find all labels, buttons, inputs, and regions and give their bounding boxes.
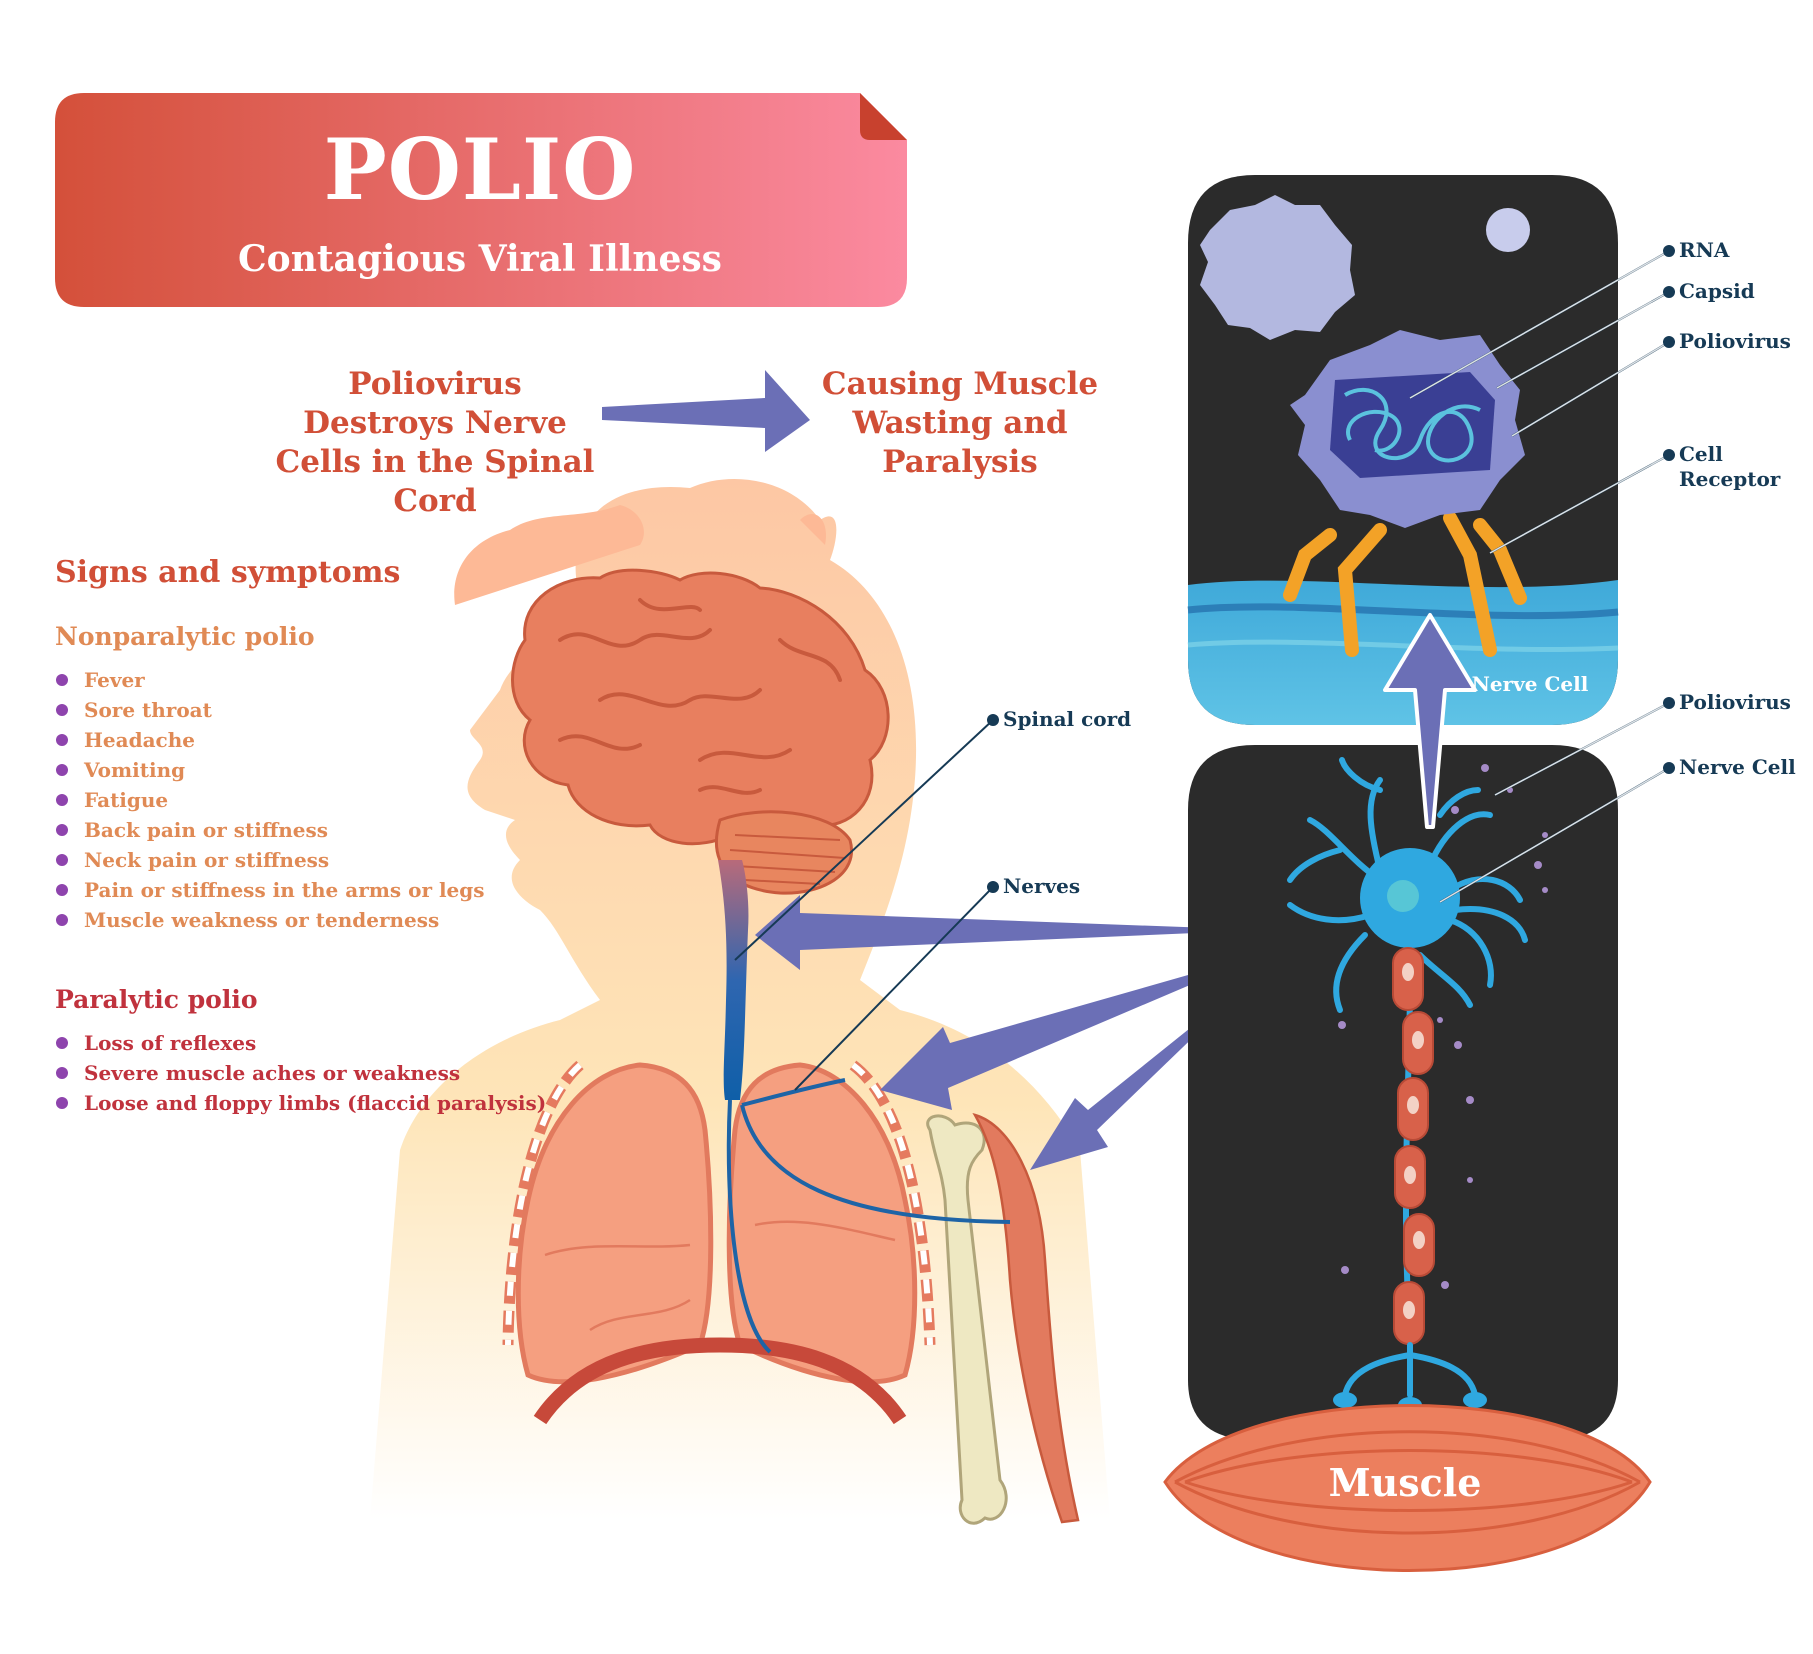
list-item: Sore throat	[55, 695, 485, 725]
label-muscle: Muscle	[1328, 1460, 1482, 1505]
bullet-icon	[56, 824, 68, 836]
list-item-label: Fever	[84, 668, 145, 692]
paralytic-list: Loss of reflexes Severe muscle aches or …	[55, 1028, 546, 1118]
page-title: POLIO	[323, 120, 637, 219]
list-item: Loose and floppy limbs (flaccid paralysi…	[55, 1088, 546, 1118]
nerves	[726, 1078, 1011, 1354]
bullet-icon	[56, 884, 68, 896]
bullet-icon	[56, 764, 68, 776]
list-item: Muscle weakness or tenderness	[55, 905, 485, 935]
list-item-label: Headache	[84, 728, 195, 752]
label-nerve-cell: Nerve Cell	[1679, 755, 1796, 779]
title-banner	[55, 93, 907, 307]
spinal-cord	[718, 860, 749, 1100]
leader-lines	[734, 245, 1675, 1091]
label-poliovirus-top: Poliovirus	[1679, 329, 1791, 353]
ribs	[502, 1060, 936, 1346]
label-nerve-cell-panel: Nerve Cell	[1471, 672, 1589, 696]
list-item-label: Fatigue	[84, 788, 169, 812]
nonparalytic-heading: Nonparalytic polio	[55, 622, 315, 651]
bullet-icon	[56, 1097, 68, 1109]
list-item: Vomiting	[55, 755, 485, 785]
paralytic-heading: Paralytic polio	[55, 985, 258, 1014]
list-item: Headache	[55, 725, 485, 755]
page-subtitle: Contagious Viral Illness	[238, 238, 722, 280]
neuron-panel	[1188, 745, 1618, 1440]
label-rna: RNA	[1679, 238, 1730, 262]
list-item-label: Loss of reflexes	[84, 1031, 257, 1055]
bullet-icon	[56, 854, 68, 866]
bullet-icon	[56, 674, 68, 686]
list-item: Neck pain or stiffness	[55, 845, 485, 875]
nonparalytic-list: Fever Sore throat Headache Vomiting Fati…	[55, 665, 485, 935]
list-item: Pain or stiffness in the arms or legs	[55, 875, 485, 905]
list-item: Back pain or stiffness	[55, 815, 485, 845]
bullet-icon	[56, 734, 68, 746]
list-item-label: Sore throat	[84, 698, 212, 722]
brain	[511, 568, 890, 895]
list-item-label: Loose and floppy limbs (flaccid paralysi…	[84, 1091, 547, 1115]
flow-effect-text: Causing Muscle Wasting and Paralysis	[821, 366, 1099, 480]
list-item: Severe muscle aches or weakness	[55, 1058, 546, 1088]
muscle-shape	[1163, 1404, 1652, 1572]
bullet-icon	[56, 914, 68, 926]
list-item-label: Pain or stiffness in the arms or legs	[84, 878, 485, 902]
arm-muscle	[972, 1112, 1080, 1524]
bullet-icon	[56, 704, 68, 716]
bullet-icon	[56, 1037, 68, 1049]
label-capsid: Capsid	[1679, 279, 1755, 303]
lungs	[515, 1062, 918, 1425]
flow-arrow	[602, 370, 810, 452]
list-item-label: Back pain or stiffness	[84, 818, 329, 842]
list-item: Fatigue	[55, 785, 485, 815]
virus-panel	[1187, 175, 1619, 725]
label-poliovirus-bottom: Poliovirus	[1679, 690, 1791, 714]
label-spinal-cord: Spinal cord	[1003, 707, 1132, 731]
list-item: Loss of reflexes	[55, 1028, 546, 1058]
flow-cause-text: Poliovirus Destroys Nerve Cells in the S…	[275, 366, 595, 519]
label-cell-receptor: Cell Receptor	[1679, 442, 1781, 491]
list-item-label: Vomiting	[84, 758, 186, 782]
up-arrow	[1383, 613, 1477, 829]
list-item-label: Neck pain or stiffness	[84, 848, 330, 872]
label-nerves: Nerves	[1003, 874, 1081, 898]
list-item-label: Muscle weakness or tenderness	[84, 908, 440, 932]
symptoms-heading: Signs and symptoms	[55, 555, 401, 590]
bullet-icon	[56, 794, 68, 806]
list-item-label: Severe muscle aches or weakness	[84, 1061, 461, 1085]
bullet-icon	[56, 1067, 68, 1079]
list-item: Fever	[55, 665, 485, 695]
